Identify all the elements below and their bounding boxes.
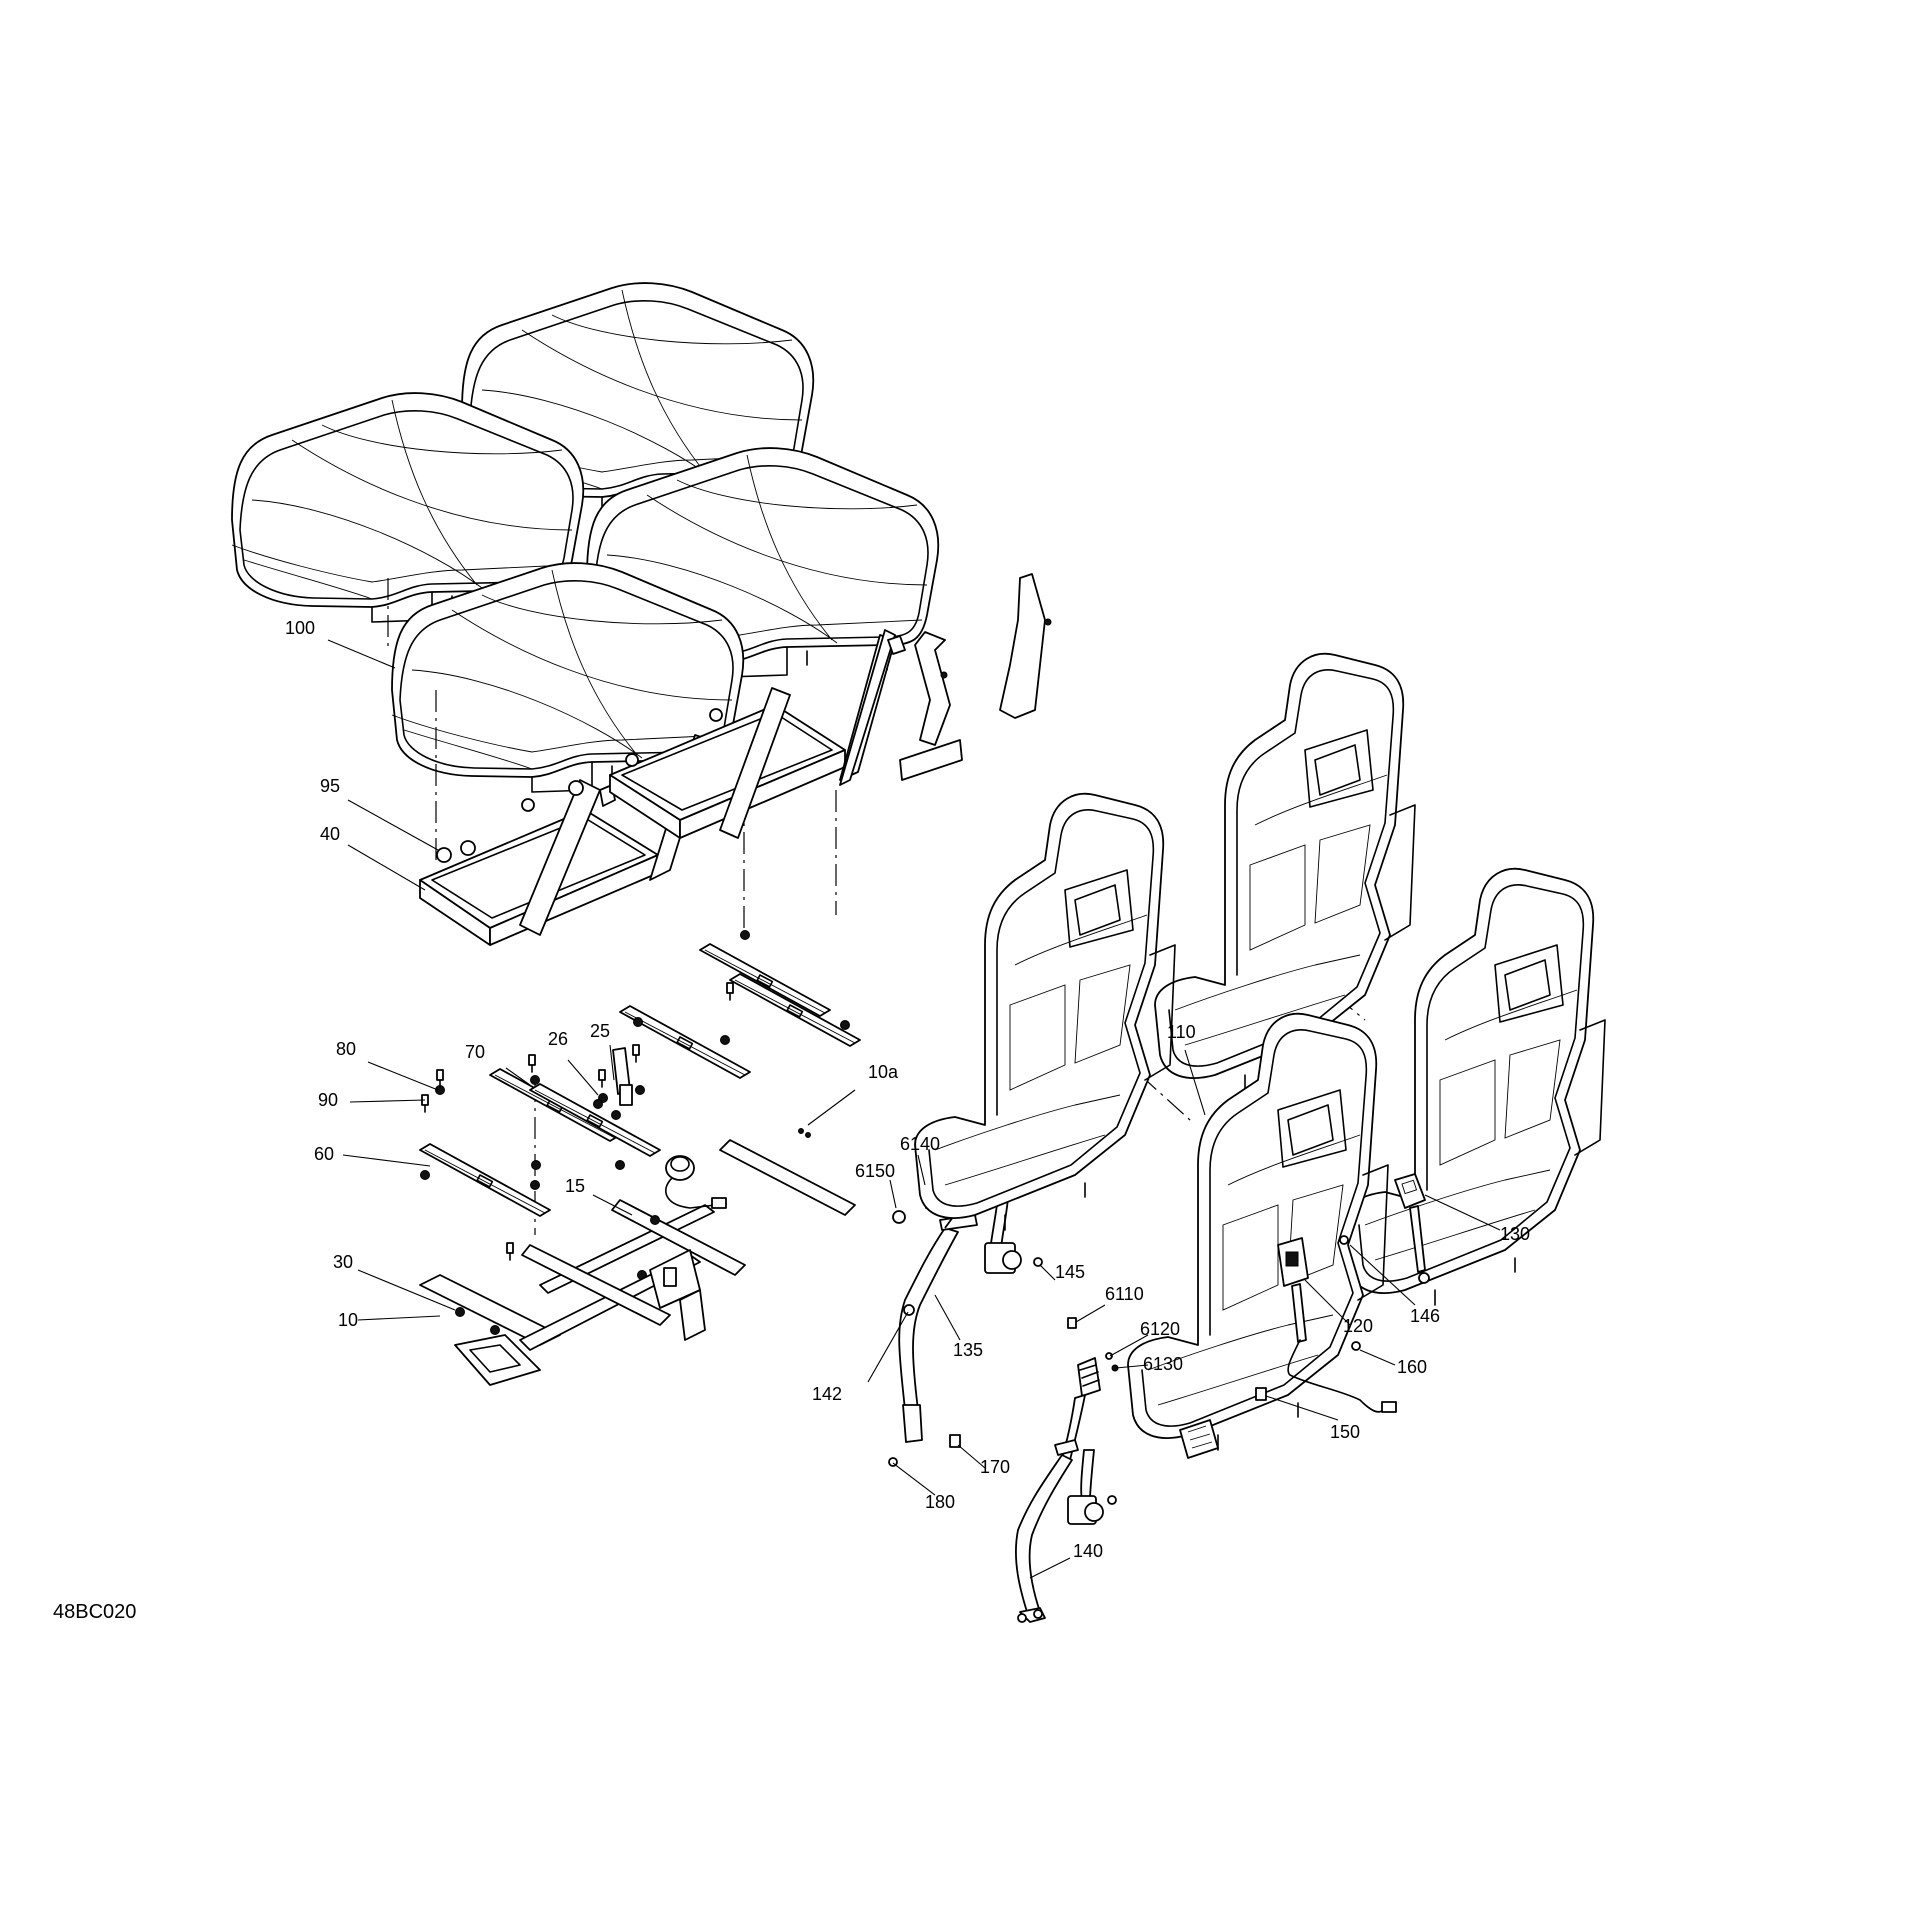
- seat-front-left: [1127, 1012, 1389, 1451]
- slide-rail-rear: [699, 930, 861, 1047]
- slide-rail-60: [419, 1069, 551, 1261]
- buckle-120: [1277, 1237, 1397, 1413]
- callout-120: 120: [1343, 1316, 1373, 1336]
- callout-26: 26: [548, 1029, 568, 1049]
- leader-lines: [327, 639, 1501, 1579]
- callout-6150: 6150: [855, 1161, 895, 1181]
- callout-146: 146: [1410, 1306, 1440, 1326]
- callout-150: 150: [1330, 1422, 1360, 1442]
- buckle-130: [1394, 1173, 1430, 1284]
- bolt-6110: [1067, 1317, 1077, 1329]
- callout-135: 135: [953, 1340, 983, 1360]
- callout-145: 145: [1055, 1262, 1085, 1282]
- seat-lower-frame: [419, 1139, 856, 1386]
- callout-100: 100: [285, 618, 315, 638]
- callout-60: 60: [314, 1144, 334, 1164]
- seat-base-frame-40: [419, 734, 711, 946]
- callout-180: 180: [925, 1492, 955, 1512]
- seat-belt-140: [1015, 1357, 1117, 1623]
- callout-142: 142: [812, 1384, 842, 1404]
- washer-6150: [892, 1210, 906, 1224]
- backrest-bracket-left: [839, 629, 906, 786]
- callout-140: 140: [1073, 1541, 1103, 1561]
- callout-6110: 6110: [1105, 1284, 1144, 1304]
- callout-160: 160: [1397, 1357, 1427, 1377]
- callout-labels: 100 95 40 26 25 80 70 90 60 15 30 10 10a…: [285, 618, 1530, 1561]
- callout-90: 90: [318, 1090, 338, 1110]
- callout-10a: 10a: [868, 1062, 899, 1082]
- callout-6140: 6140: [900, 1134, 940, 1154]
- bolt-170: [949, 1434, 961, 1448]
- callout-130: 130: [1500, 1224, 1530, 1244]
- backrest-bracket-middle: [899, 631, 963, 781]
- figure-code: 48BC020: [53, 1601, 136, 1623]
- slide-rail-70: [489, 1054, 661, 1170]
- backrest-bracket-right: [999, 573, 1052, 719]
- label-plate: [1179, 1419, 1219, 1459]
- callout-6130: 6130: [1143, 1354, 1183, 1374]
- callout-70: 70: [465, 1042, 485, 1062]
- callout-10: 10: [338, 1310, 358, 1330]
- slide-rail-middle: [619, 1005, 751, 1095]
- screw-150: [1255, 1387, 1267, 1401]
- callout-95: 95: [320, 776, 340, 796]
- callout-6120: 6120: [1140, 1319, 1180, 1339]
- callout-30: 30: [333, 1252, 353, 1272]
- nut-146: [1339, 1235, 1349, 1245]
- callout-170: 170: [980, 1457, 1010, 1477]
- callout-15: 15: [565, 1176, 585, 1196]
- callout-80: 80: [336, 1039, 356, 1059]
- callout-110: 110: [1167, 1022, 1196, 1042]
- seat-switch-15: [665, 1155, 727, 1209]
- hardware-small-parts: [421, 1047, 811, 1280]
- bolt-142: [903, 1304, 915, 1316]
- washer-6120: [1105, 1352, 1113, 1360]
- seat-rear-left: [914, 792, 1176, 1231]
- callout-25: 25: [590, 1021, 610, 1041]
- callout-40: 40: [320, 824, 340, 844]
